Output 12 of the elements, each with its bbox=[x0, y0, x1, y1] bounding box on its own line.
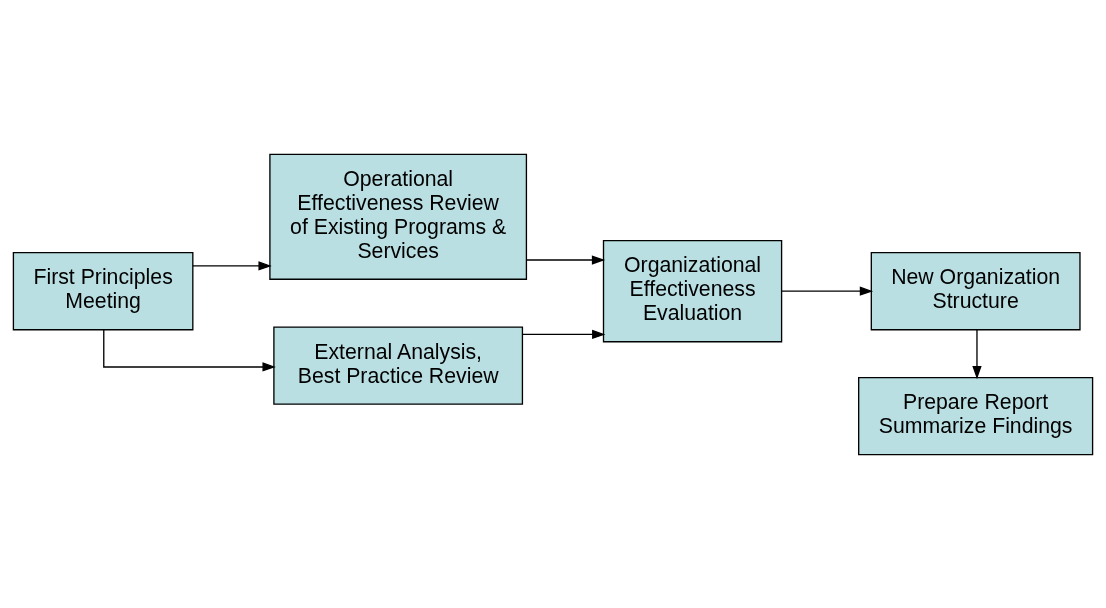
node-box: Organizational Effectiveness Evaluation bbox=[602, 239, 783, 342]
arrow bbox=[103, 328, 276, 372]
node-box: New Organization Structure bbox=[870, 251, 1081, 330]
node-box: Operational Effectiveness Review of Existing Programs & Services bbox=[269, 153, 528, 280]
node-box: External Analysis, Best Practice Review bbox=[273, 325, 524, 405]
arrow bbox=[525, 254, 606, 265]
node-box: First Principles Meeting bbox=[12, 251, 194, 330]
arrow bbox=[781, 286, 874, 296]
node-box: Prepare Report Summarize Findings bbox=[858, 376, 1094, 455]
arrow bbox=[521, 329, 606, 339]
arrow bbox=[192, 260, 272, 271]
arrow bbox=[972, 328, 982, 379]
